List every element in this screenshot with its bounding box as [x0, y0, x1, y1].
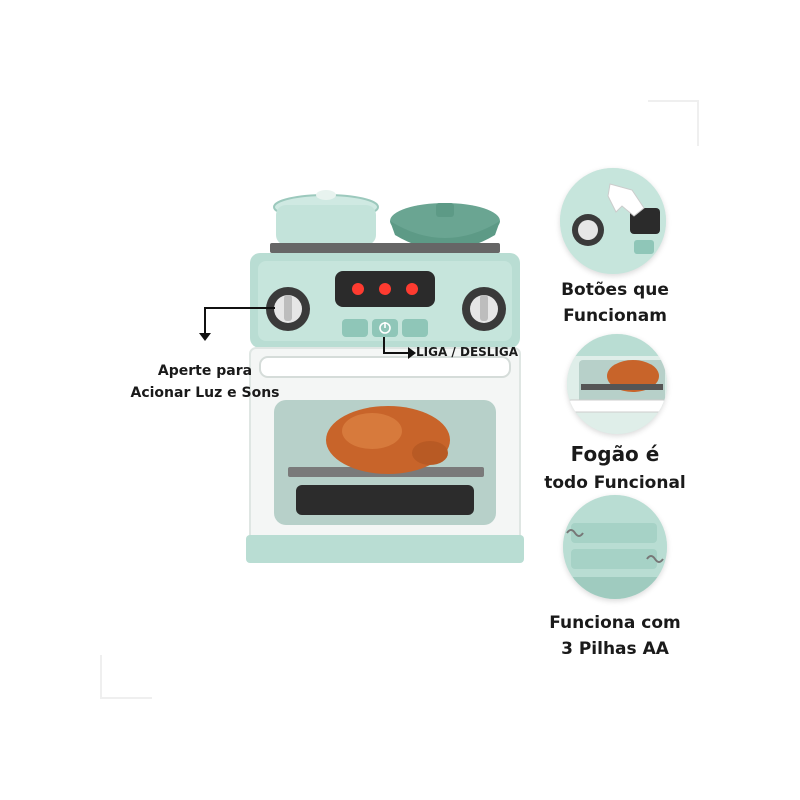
arrow-down-icon [199, 333, 211, 341]
pot-right [390, 203, 500, 250]
feature-buttons-line1: Botões que [561, 280, 669, 300]
frame-corner [100, 697, 152, 699]
feature-buttons-line2: Funcionam [563, 306, 667, 326]
pot-left [273, 190, 379, 245]
frame-corner [697, 100, 699, 146]
light-button-icon [402, 319, 428, 337]
battery-icon [563, 495, 667, 599]
press-callout-line2: Acionar Luz e Sons [130, 385, 280, 401]
knob-right-icon [462, 287, 506, 331]
feature-circle-battery [563, 495, 667, 599]
frame-corner [648, 100, 698, 102]
frame-corner [100, 655, 102, 699]
feature-battery-line2: 3 Pilhas AA [561, 639, 669, 659]
callout-line [383, 337, 385, 353]
feature-battery-line1: Funciona com [549, 613, 681, 633]
callout-line [383, 352, 409, 354]
burner-grate [270, 243, 500, 253]
red-light-icon [379, 283, 391, 295]
feature-oven-line2: todo Funcional [544, 473, 686, 493]
press-callout-line1: Aperte para [157, 363, 253, 379]
feature-circle-oven [567, 334, 667, 434]
press-callout-text: Aperte para Acionar Luz e Sons [110, 360, 300, 404]
feature-label-battery: Funciona com 3 Pilhas AA [530, 610, 700, 662]
knob-left-icon [266, 287, 310, 331]
sound-button-icon [342, 319, 368, 337]
oven-handle [259, 356, 511, 378]
red-light-icon [406, 283, 418, 295]
feature-circle-buttons [560, 168, 666, 274]
hand-pointer-icon [560, 168, 666, 274]
feature-oven-line1: Fogão é [570, 442, 660, 466]
roast-chicken-icon [567, 334, 667, 434]
callout-line [204, 307, 206, 337]
stove-base [246, 535, 524, 563]
callout-line [205, 307, 275, 309]
heating-coil [296, 485, 474, 515]
power-callout-label: LIGA / DESLIGA [416, 345, 519, 359]
red-light-icon [352, 283, 364, 295]
feature-label-oven: Fogão é todo Funcional [530, 440, 700, 498]
toy-stove-illustration [246, 190, 524, 563]
arrow-right-icon [408, 347, 416, 359]
roast-chicken-icon [326, 406, 450, 474]
feature-label-buttons: Botões que Funcionam [530, 277, 700, 329]
